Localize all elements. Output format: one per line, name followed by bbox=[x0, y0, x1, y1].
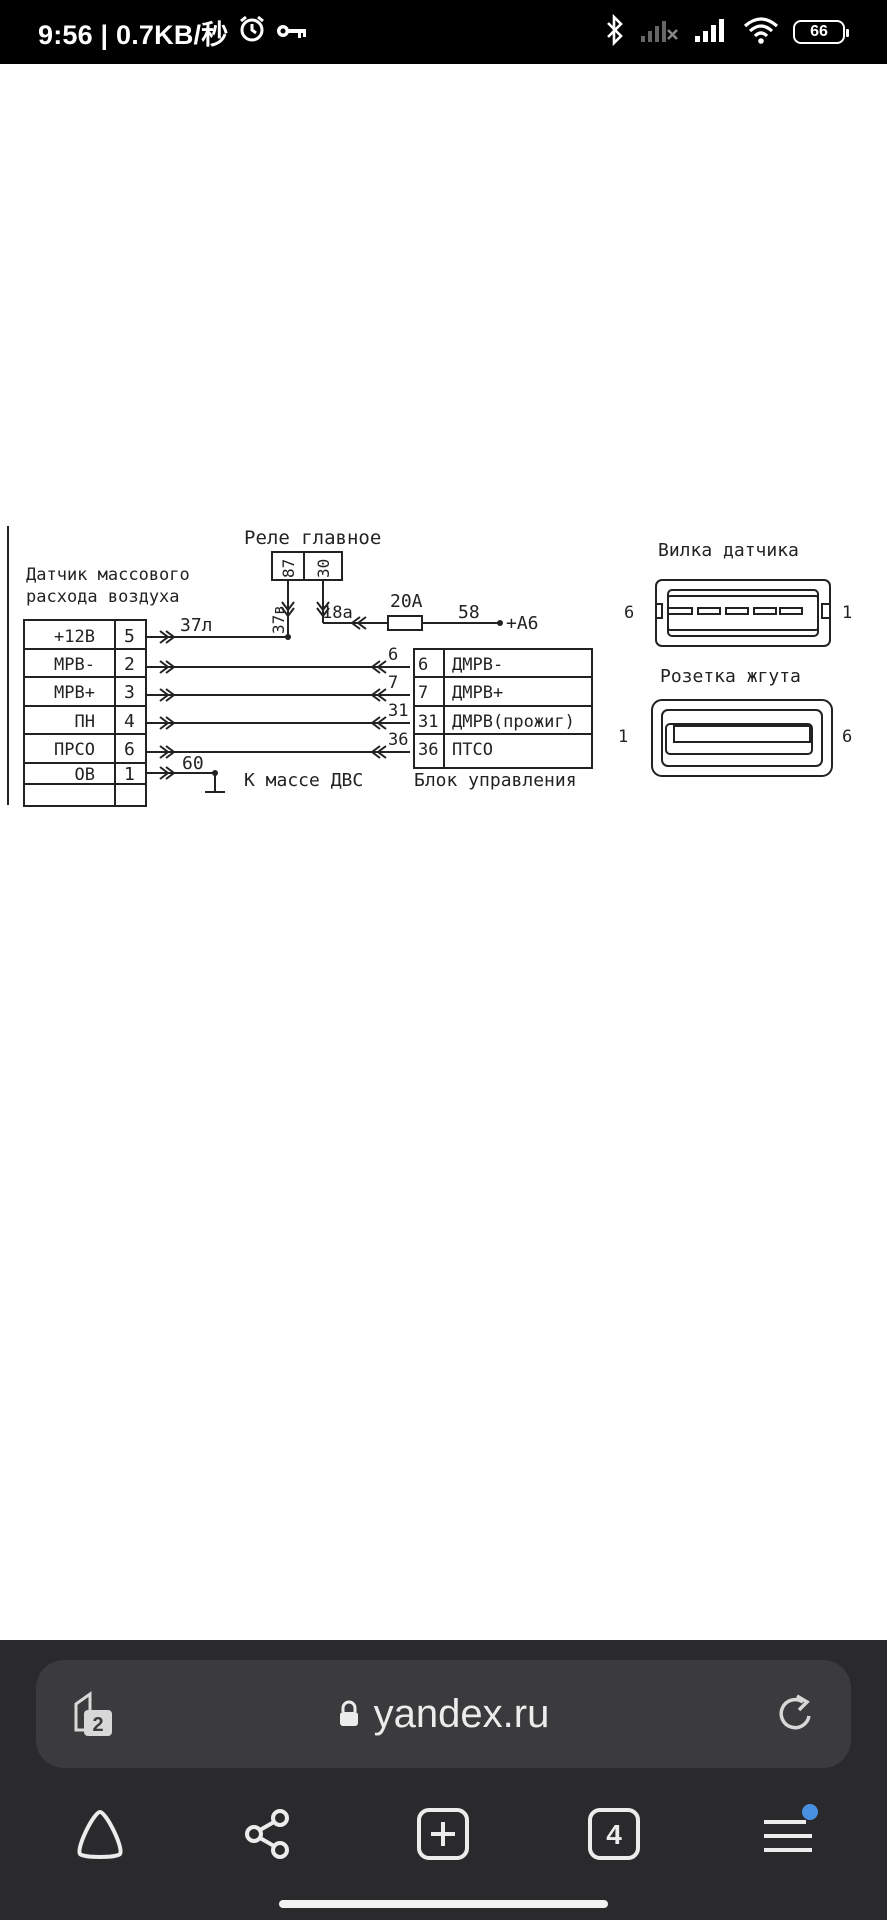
ground-label: К массе ДВС bbox=[244, 770, 363, 791]
sensor-row-label: +12В bbox=[54, 627, 95, 647]
ecu-wire-number: 36 bbox=[388, 730, 408, 750]
wire-18a: 18а bbox=[322, 603, 353, 623]
browser-toolbar: 4 bbox=[0, 1790, 887, 1880]
sensor-row-label: ОВ bbox=[75, 765, 95, 785]
ecu-label: ДМРВ- bbox=[452, 655, 503, 675]
tab-group-badge: 2 bbox=[92, 1714, 103, 1736]
tabs-count: 4 bbox=[606, 1819, 622, 1850]
sensor-row-label: МРВ+ bbox=[54, 683, 95, 703]
sensor-row-pin: 1 bbox=[124, 764, 135, 785]
wifi-icon bbox=[743, 16, 779, 49]
new-tab-icon[interactable] bbox=[413, 1804, 473, 1864]
sensor-row-pin: 3 bbox=[124, 682, 135, 703]
sensor-title-2: расхода воздуха bbox=[26, 587, 180, 607]
plug-right-pin: 1 bbox=[842, 603, 852, 623]
status-left: 9:56 | 0.7KB/秒 bbox=[38, 0, 308, 64]
no-signal-icon bbox=[639, 16, 679, 49]
address-bar[interactable]: 2 yandex.ru bbox=[36, 1660, 851, 1768]
sensor-row-label: МРВ- bbox=[54, 655, 95, 675]
ecu-label: ПТСО bbox=[452, 740, 493, 760]
wire-37v: 37в bbox=[269, 605, 288, 634]
reload-icon[interactable] bbox=[773, 1692, 817, 1736]
sensor-row-pin: 5 bbox=[124, 626, 135, 647]
share-icon[interactable] bbox=[238, 1804, 298, 1864]
wiring-diagram-image: Реле главное 87 30 Датчик массового расх… bbox=[0, 520, 887, 820]
url-text: yandex.ru bbox=[373, 1691, 550, 1736]
menu-icon[interactable] bbox=[758, 1804, 818, 1864]
plug-title: Вилка датчика bbox=[658, 540, 799, 561]
home-indicator[interactable] bbox=[279, 1900, 608, 1908]
socket-left-pin: 1 bbox=[618, 727, 628, 747]
plus-a6: +А6 bbox=[506, 613, 539, 634]
sensor-row-pin: 2 bbox=[124, 654, 135, 675]
relay-title: Реле главное bbox=[244, 527, 381, 549]
fuse-label: 20А bbox=[390, 591, 423, 612]
key-icon bbox=[276, 17, 308, 48]
url-group[interactable]: yandex.ru bbox=[36, 1660, 851, 1768]
ecu-title: Блок управления bbox=[414, 770, 577, 791]
socket-title: Розетка жгута bbox=[660, 666, 801, 687]
notification-dot bbox=[802, 1804, 818, 1820]
bluetooth-icon bbox=[605, 13, 625, 51]
relay-pin-a: 87 bbox=[279, 559, 298, 578]
status-bar: 9:56 | 0.7KB/秒 bbox=[0, 0, 887, 64]
browser-bottom-bar: 2 yandex.ru bbox=[0, 1640, 887, 1920]
battery-icon: 66 bbox=[793, 20, 849, 44]
status-right: 66 bbox=[605, 0, 849, 64]
ecu-pin: 7 bbox=[418, 683, 428, 703]
sensor-title-1: Датчик массового bbox=[26, 565, 190, 585]
status-time-speed: 9:56 | 0.7KB/秒 bbox=[38, 19, 229, 50]
alice-icon[interactable] bbox=[70, 1804, 130, 1864]
ecu-wire-number: 31 bbox=[388, 701, 408, 721]
wire-37l: 37л bbox=[180, 615, 213, 636]
sensor-row-label: ПН bbox=[75, 712, 95, 732]
sensor-row-label: ПРСО bbox=[54, 740, 95, 760]
signal-icon bbox=[693, 16, 729, 49]
socket-right-pin: 6 bbox=[842, 727, 852, 747]
sensor-row-pin: 4 bbox=[124, 711, 135, 732]
alarm-icon bbox=[238, 15, 266, 50]
ecu-pin: 36 bbox=[418, 740, 438, 760]
lock-icon bbox=[339, 1700, 358, 1726]
ecu-pin: 6 bbox=[418, 655, 428, 675]
plug-left-pin: 6 bbox=[624, 603, 634, 623]
tab-group-icon[interactable]: 2 bbox=[70, 1690, 120, 1740]
ecu-pin: 31 bbox=[418, 712, 438, 732]
wire-58: 58 bbox=[458, 602, 480, 623]
ecu-label: ДМРВ(прожиг) bbox=[452, 712, 575, 732]
sensor-row-pin: 6 bbox=[124, 739, 135, 760]
ecu-wire-number: 7 bbox=[388, 673, 398, 693]
relay-pin-b: 30 bbox=[314, 559, 333, 578]
ecu-label: ДМРВ+ bbox=[452, 683, 503, 703]
ecu-wire-number: 6 bbox=[388, 645, 398, 665]
tabs-count-icon[interactable]: 4 bbox=[584, 1804, 644, 1864]
wire-60: 60 bbox=[182, 753, 204, 774]
